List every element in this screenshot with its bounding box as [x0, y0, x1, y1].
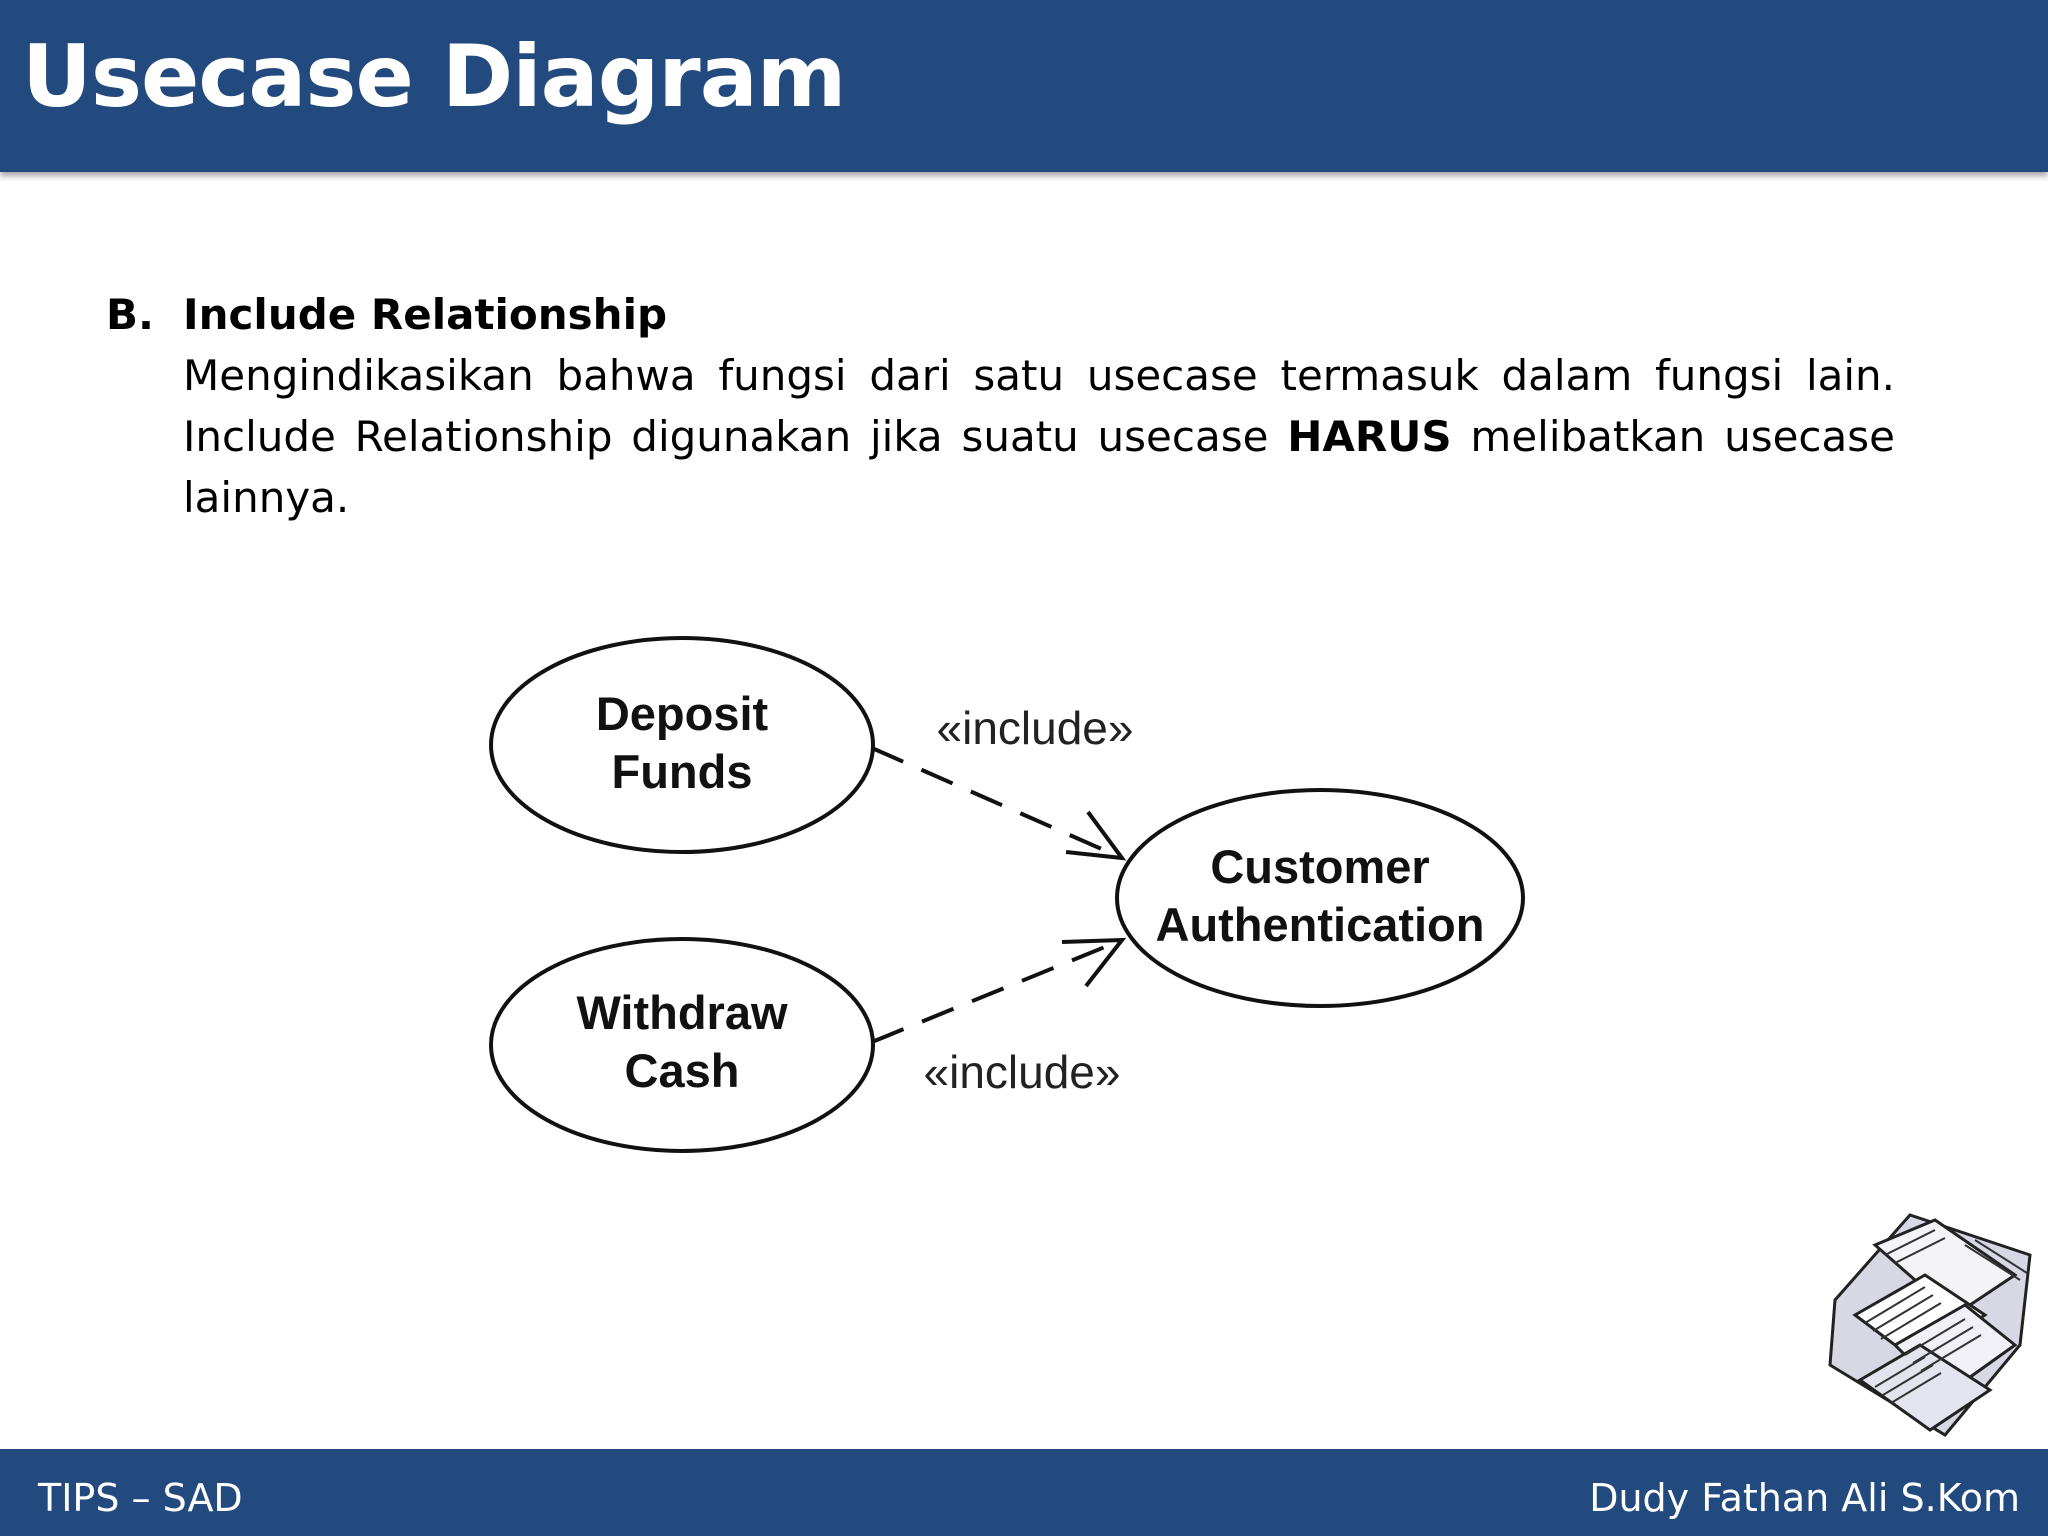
include-relation-deposit: «include» [871, 702, 1134, 861]
usecase-withdraw-cash: Withdraw Cash [489, 937, 875, 1153]
footer-course: TIPS – SAD [38, 1476, 243, 1520]
body-text-part1: Mengindikasikan bahwa fungsi dari satu u… [183, 351, 1895, 461]
usecase-ellipse [489, 937, 875, 1153]
footer-author: Dudy Fathan Ali S.Kom [1589, 1476, 2020, 1520]
body-text-part2: melibatkan usecase lainnya. [183, 412, 1895, 522]
open-arrowhead [1065, 810, 1127, 861]
usecase-customer-authentication: Customer Authentication [1115, 788, 1525, 1008]
usecase-label-line1: Deposit [596, 687, 769, 740]
usecase-label-line2: Funds [612, 745, 753, 798]
footer-bar [0, 1449, 2048, 1536]
usecase-label-line1: Customer [1210, 840, 1429, 893]
usecase-label-line1: Withdraw [576, 986, 788, 1039]
body-text-bold: HARUS [1287, 412, 1452, 461]
floppy-disks-icon [1828, 1213, 2032, 1437]
usecase-ellipse [489, 636, 875, 854]
open-arrowhead [1061, 937, 1127, 988]
usecase-label-line2: Cash [625, 1044, 740, 1097]
include-label: «include» [937, 702, 1134, 754]
usecase-deposit-funds: Deposit Funds [489, 636, 875, 854]
dashed-line [871, 746, 1123, 860]
header-bar: Usecase Diagram [0, 0, 2048, 172]
include-label: «include» [924, 1046, 1121, 1098]
section-letter: B. [106, 290, 154, 339]
usecase-label-line2: Authentication [1156, 898, 1485, 951]
section-heading: Include Relationship [183, 290, 668, 339]
usecase-ellipse [1115, 788, 1525, 1008]
slide-title: Usecase Diagram [22, 27, 846, 127]
dashed-line [871, 938, 1123, 1044]
section-body: Mengindikasikan bahwa fungsi dari satu u… [183, 345, 1895, 528]
include-relation-withdraw: «include» [871, 937, 1127, 1098]
